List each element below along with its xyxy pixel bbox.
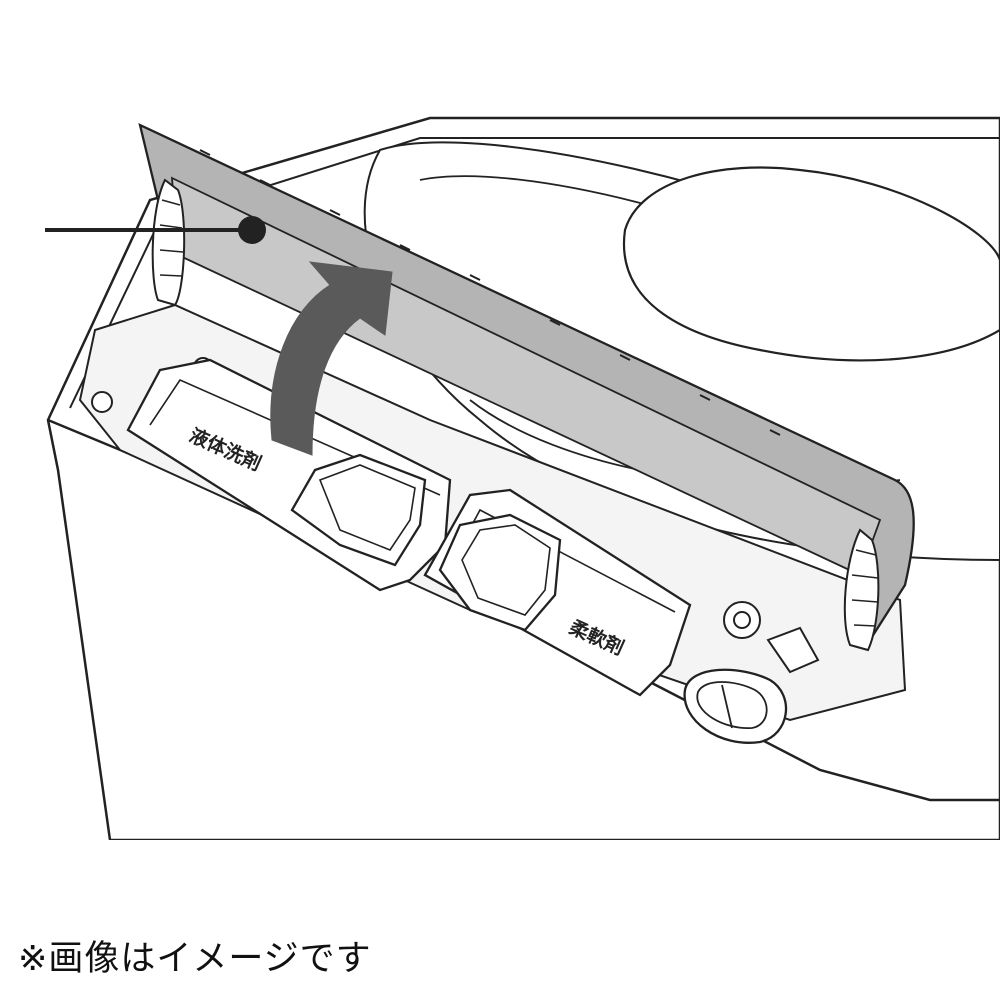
open-lid-arrow [270, 261, 393, 456]
left-hinge [151, 178, 186, 307]
softener-cap [438, 513, 562, 632]
callout-leader-dot [238, 216, 266, 244]
liquid-detergent-cap [290, 453, 427, 567]
drum-inner-lid [622, 166, 1000, 362]
right-hinge [843, 528, 880, 652]
screw-hole-left [91, 391, 113, 413]
image-caption: ※画像はイメージです [18, 939, 372, 979]
